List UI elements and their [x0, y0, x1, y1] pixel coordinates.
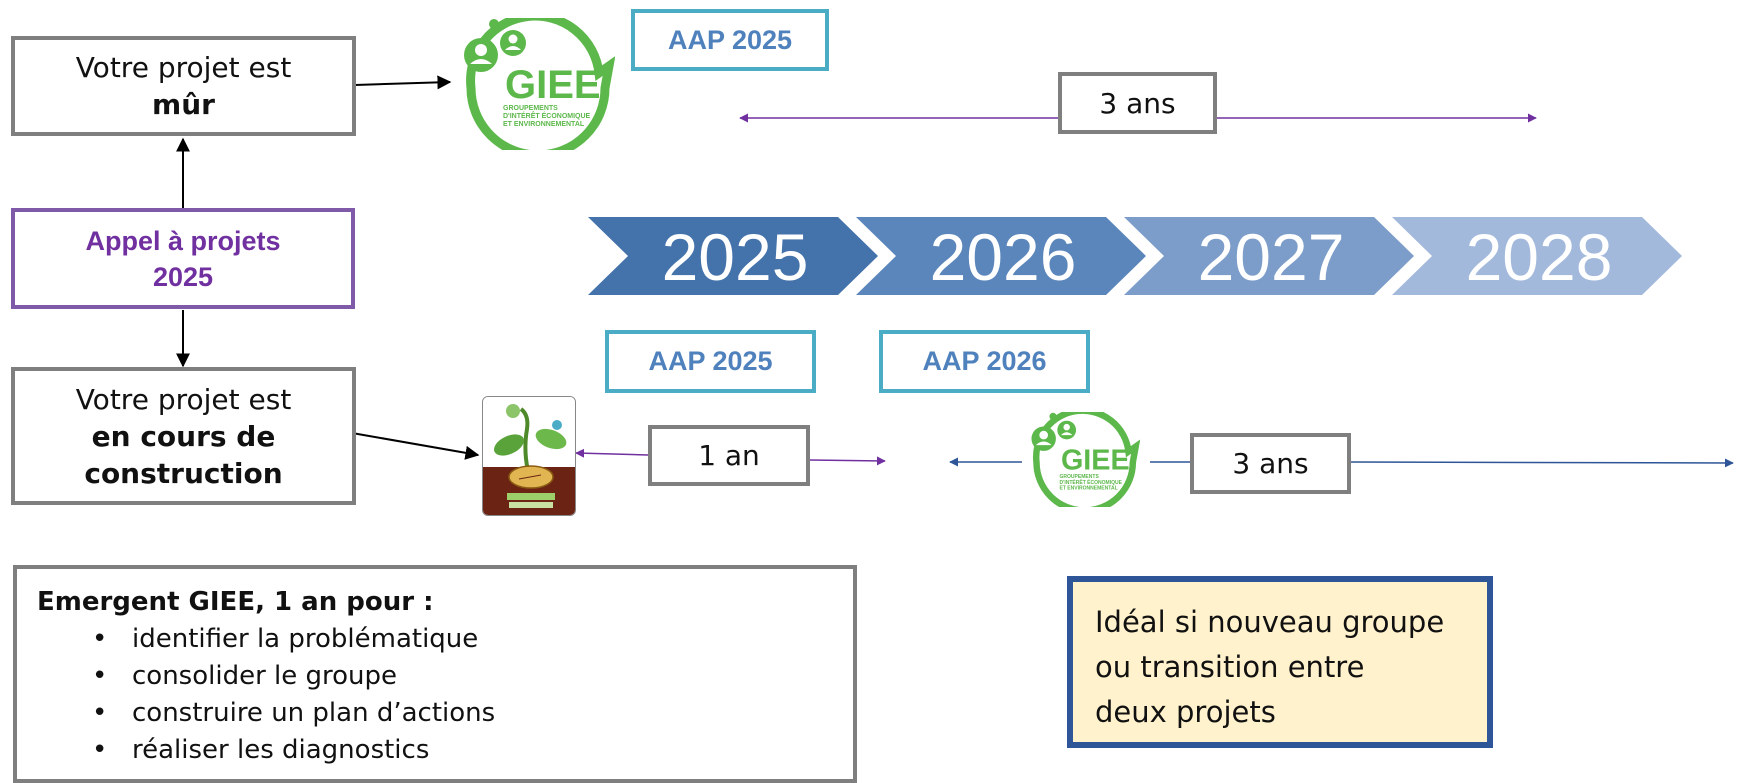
connector-construction-to-emergent: [351, 432, 480, 460]
projet-mur-box: Votre projet est mûr: [11, 36, 356, 136]
emergent-logo: [482, 396, 576, 516]
appel-line1: Appel à projets: [85, 225, 281, 256]
timeline: 2025 2026 2027 2028: [588, 217, 1682, 295]
timeline-year-label: 2026: [930, 220, 1077, 294]
timeline-chevron-2026: [856, 217, 1146, 295]
timeline-chevron-2028: [1392, 217, 1682, 295]
duration-short-box: 1 an: [648, 425, 810, 486]
list-item: identifier la problématique: [92, 621, 853, 658]
ideal-note-box: Idéal si nouveau groupe ou transition en…: [1067, 576, 1493, 748]
list-item: réaliser les diagnostics: [92, 732, 853, 769]
connector-mur-to-giee: [354, 75, 452, 90]
giee-speech-ring-icon: [1032, 412, 1140, 507]
span-short-left-arrow: [575, 448, 649, 458]
appel-box: Appel à projets 2025: [11, 208, 355, 309]
timeline-year-label: 2027: [1198, 220, 1345, 294]
projet-construction-line3: construction: [84, 456, 283, 490]
appel-line2: 2025: [152, 261, 214, 292]
sprout-logo-icon: [483, 397, 575, 515]
duration-top-text: 3 ans: [1099, 86, 1176, 120]
span-long-right-arrow: [1349, 458, 1734, 468]
giee-logo-large: GIEE GROUPEMENTS D'INTÉRÊT ÉCONOMIQUE ET…: [464, 18, 615, 150]
aap-label-bottom-right: AAP 2026: [879, 330, 1090, 393]
duration-short-text: 1 an: [698, 439, 760, 472]
emergent-list: identifier la problématique consolider l…: [37, 621, 853, 769]
emergent-description-box: Emergent GIEE, 1 an pour : identifier la…: [13, 565, 857, 783]
ideal-line2: ou transition entre: [1095, 650, 1365, 684]
duration-top-box: 3 ans: [1058, 72, 1217, 134]
svg-text:GROUPEMENTS: GROUPEMENTS: [503, 105, 558, 112]
timeline-year-label: 2028: [1466, 220, 1613, 294]
emergent-heading: Emergent GIEE, 1 an pour :: [37, 587, 434, 617]
projet-construction-line2: en cours de: [91, 419, 276, 453]
giee-speech-ring-icon: [466, 18, 615, 150]
svg-text:ET ENVIRONNEMENTAL: ET ENVIRONNEMENTAL: [503, 121, 585, 128]
aap-label-bottom-right-text: AAP 2026: [922, 346, 1047, 376]
giee-logo-small-text: GIEE: [1061, 445, 1130, 477]
projet-construction-line1: Votre projet est: [75, 382, 292, 416]
svg-text:D'INTÉRÊT ÉCONOMIQUE: D'INTÉRÊT ÉCONOMIQUE: [1060, 478, 1123, 486]
ideal-line3: deux projets: [1095, 695, 1276, 729]
timeline-chevron-2025: [588, 217, 878, 295]
duration-long-text: 3 ans: [1232, 447, 1309, 480]
timeline-chevron-2027: [1124, 217, 1414, 295]
giee-logo-large-text: GIEE: [505, 63, 601, 107]
svg-text:ET ENVIRONNEMENTAL: ET ENVIRONNEMENTAL: [1060, 486, 1118, 492]
timeline-year-label: 2025: [662, 220, 809, 294]
aap-label-bottom-left: AAP 2025: [605, 330, 816, 393]
list-item: consolider le groupe: [92, 658, 853, 695]
projet-mur-line1: Votre projet est: [75, 51, 292, 84]
giee-logo-small: GIEE GROUPEMENTS D'INTÉRÊT ÉCONOMIQUE ET…: [1031, 412, 1140, 507]
svg-text:GROUPEMENTS: GROUPEMENTS: [1060, 474, 1100, 480]
list-item: construire un plan d’actions: [92, 695, 853, 732]
aap-label-top-text: AAP 2025: [667, 24, 793, 55]
aap-label-bottom-left-text: AAP 2025: [648, 346, 773, 376]
projet-mur-emphasis: mûr: [152, 88, 215, 121]
ideal-line1: Idéal si nouveau groupe: [1095, 605, 1445, 639]
span-short-right-arrow: [809, 456, 886, 466]
duration-long-box: 3 ans: [1190, 433, 1351, 494]
projet-construction-box: Votre projet est en cours de constructio…: [11, 367, 356, 505]
svg-text:D'INTÉRÊT ÉCONOMIQUE: D'INTÉRÊT ÉCONOMIQUE: [503, 111, 591, 120]
aap-label-top: AAP 2025: [631, 9, 829, 71]
